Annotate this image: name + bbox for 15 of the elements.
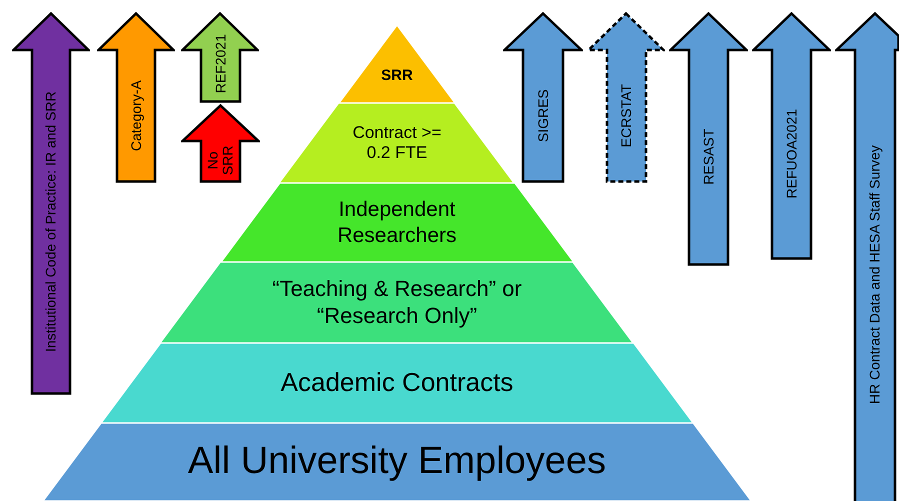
band-label: Contract >= 0.2 FTE [352, 122, 442, 164]
banner-label: ECRSTAT [618, 82, 634, 149]
banner-label: SIGRES [535, 88, 551, 144]
banner-label: REFUOA2021 [784, 108, 800, 200]
band-label: “Teaching & Research” or “Research Only” [271, 276, 523, 329]
banner-label: HR Contract Data and HESA Staff Survey [867, 144, 883, 406]
band-label: All University Employees [188, 439, 606, 484]
banner-label: RESAST [700, 128, 716, 187]
banner-label: No SRR [205, 144, 236, 178]
banner-label: REF2021 [212, 32, 228, 95]
band-label: Academic Contracts [280, 367, 514, 399]
banner-label: Category-A [128, 78, 144, 153]
band-label: Independent Researchers [336, 197, 458, 248]
banner-label: Institutional Code of Practice: IR and SRR [43, 90, 59, 354]
band-label: SRR [381, 67, 413, 85]
